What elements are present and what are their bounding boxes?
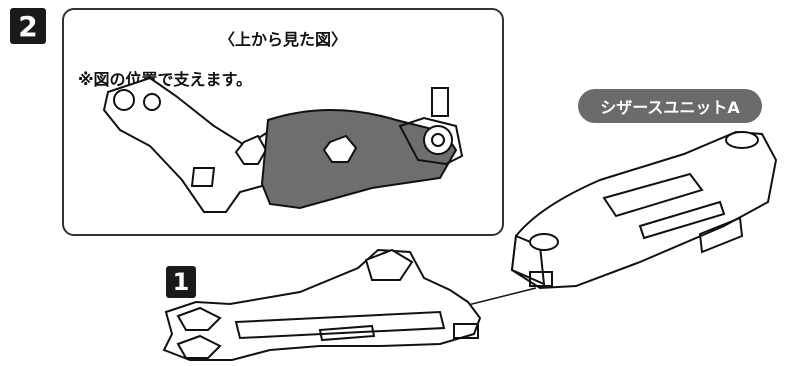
step-2-badge: 2 <box>10 8 46 44</box>
step-1-badge: 1 <box>166 266 196 298</box>
inset-note: ※図の位置で支えます。 <box>78 70 252 89</box>
inset-arm-drawing <box>102 76 464 213</box>
scissors-unit-a-label: シザースユニットA <box>578 89 762 123</box>
base-part-drawing <box>162 248 482 361</box>
inset-title: 〈上から見た図〉 <box>218 30 347 49</box>
scissors-unit-a-drawing <box>510 130 778 290</box>
